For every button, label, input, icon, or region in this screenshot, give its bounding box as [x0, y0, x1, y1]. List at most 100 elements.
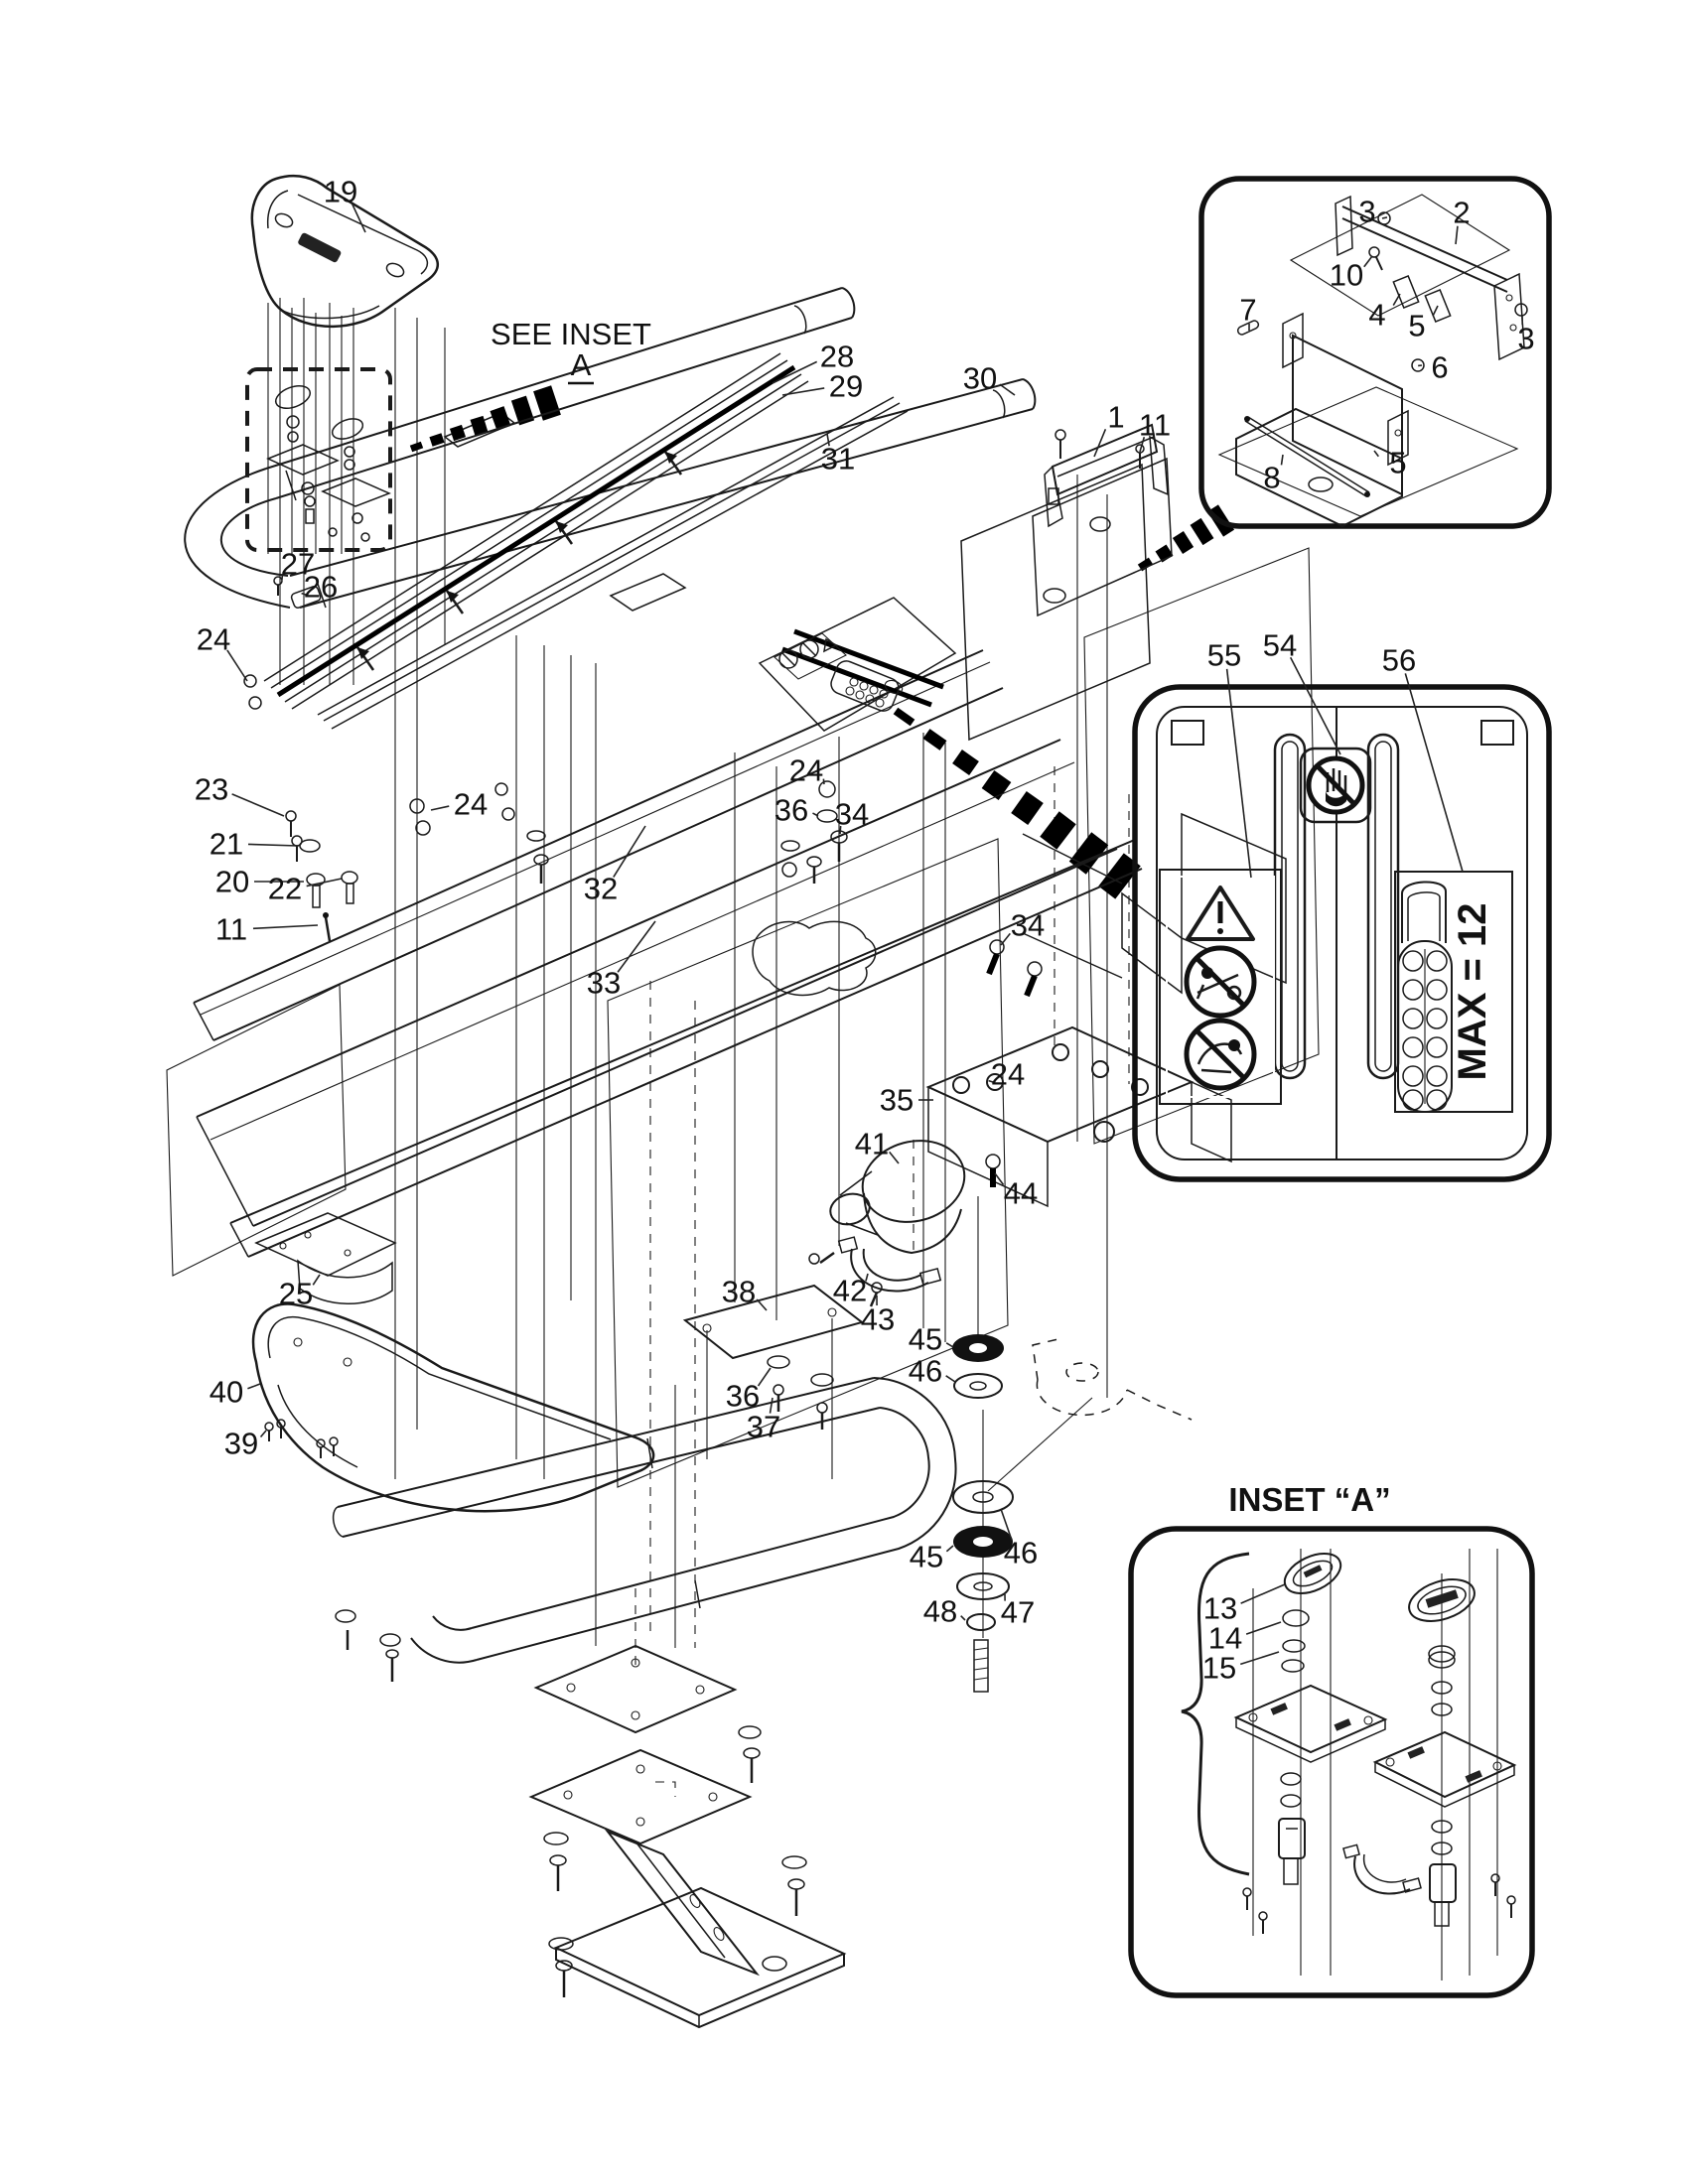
callout-leader-48 [960, 1615, 966, 1621]
callout-21: 21 [210, 827, 243, 862]
callout-leader-44 [994, 1172, 1005, 1185]
callout-46: 46 [909, 1354, 942, 1389]
no-riders-icon [1184, 945, 1257, 1019]
callout-5: 5 [1408, 309, 1425, 343]
callout-leader-36 [812, 812, 819, 817]
callout-leader-28 [772, 360, 818, 384]
no-crush-icon [1184, 1018, 1257, 1091]
brand-logo [1425, 1589, 1459, 1608]
motor-41 [829, 1140, 966, 1257]
callout-leader-36 [757, 1367, 772, 1387]
callout-leader-11 [252, 924, 319, 930]
callout-24: 24 [991, 1057, 1025, 1092]
brand-logo [298, 232, 342, 263]
warning-decal-55 [1159, 869, 1282, 1105]
callout-54: 54 [1263, 628, 1297, 663]
capacity-decal-56: MAX = 12 [1394, 871, 1513, 1113]
callout-48: 48 [923, 1594, 957, 1629]
inset-a-title: INSET “A” [1228, 1481, 1390, 1518]
callout-leader-24 [430, 805, 450, 811]
callout-leader-8 [1280, 454, 1284, 466]
callout-26: 26 [304, 570, 338, 605]
callout-leader-46 [1000, 1508, 1013, 1541]
callout-leader-37 [769, 1397, 774, 1414]
callout-32: 32 [584, 872, 618, 906]
callout-15: 15 [1202, 1651, 1236, 1686]
callout-leader-24 [988, 1079, 994, 1083]
callout-leader-42 [865, 1273, 869, 1282]
callout-leader-31 [826, 433, 830, 447]
callout-55: 55 [1207, 638, 1241, 673]
callout-leader-30 [999, 383, 1016, 396]
callout-leader-2 [1455, 225, 1459, 245]
callout-leader-54 [1289, 656, 1341, 755]
callout-leader-26 [301, 592, 307, 596]
callout-leader-34 [1000, 932, 1011, 946]
inset-bracket-gray [1235, 312, 1409, 528]
callout-leader-14 [1245, 1621, 1282, 1635]
callout-leader-25 [312, 1274, 321, 1286]
callout-47: 47 [1001, 1595, 1035, 1630]
inset-a-left-assembly [1233, 1553, 1388, 1934]
callout-8: 8 [1263, 461, 1280, 495]
callout-leader-40 [247, 1383, 261, 1390]
crossbar-33 [196, 739, 1118, 1227]
callout-19: 19 [324, 175, 357, 209]
callout-27: 27 [281, 547, 315, 582]
callout-41: 41 [855, 1127, 889, 1161]
inset-a-clamp [1342, 1843, 1422, 1895]
callout-13: 13 [1203, 1591, 1237, 1626]
callout-11: 11 [1139, 408, 1171, 443]
callout-28: 28 [820, 340, 854, 374]
callout-leader-4 [1392, 293, 1401, 306]
callout-leader-34 [839, 825, 842, 835]
part19-end-cap [250, 174, 439, 329]
inset-detail-box [1198, 176, 1552, 529]
leg-assembly [528, 1588, 847, 2029]
callout-44: 44 [1004, 1176, 1038, 1211]
tray-40 [251, 1302, 655, 1513]
clamp-42 [808, 1236, 942, 1307]
max-capacity-label: MAX = 12 [1451, 903, 1494, 1081]
see-inset-arrow [409, 385, 561, 453]
callout-leader-29 [781, 387, 825, 396]
callout-38: 38 [722, 1275, 756, 1309]
callout-39: 39 [224, 1427, 258, 1461]
callout-25: 25 [279, 1277, 313, 1311]
bracket-to-inset-arrow [1137, 504, 1235, 572]
callout-7: 7 [1239, 293, 1256, 328]
callout-leader-3 [1381, 216, 1388, 219]
callout-37: 37 [747, 1410, 780, 1444]
callout-leader-56 [1404, 673, 1464, 873]
callout-3: 3 [1358, 195, 1375, 229]
washer-stack-lower [952, 1480, 1014, 1693]
ghost-panels [166, 412, 1320, 1488]
side-rail-lower [229, 838, 1143, 1258]
see-inset-ref: A [571, 347, 592, 382]
phantom-clamp [1032, 1337, 1193, 1421]
callout-24: 24 [197, 622, 230, 657]
callout-leader-55 [1225, 668, 1252, 879]
callout-leader-45 [945, 1342, 954, 1348]
callout-23: 23 [195, 772, 228, 807]
callout-leader-13 [1240, 1583, 1286, 1604]
callout-leader-23 [231, 793, 285, 817]
callout-2: 2 [1453, 196, 1470, 230]
callout-leader-22 [306, 878, 343, 887]
console-plate [758, 597, 957, 732]
inset-a-box: INSET “A” [1128, 1481, 1535, 1998]
callout-leader-5 [1432, 305, 1439, 317]
key-slot [1303, 1565, 1323, 1578]
callout-leader-33 [617, 920, 656, 973]
callout-34: 34 [1011, 908, 1045, 943]
crossbar-32 [193, 649, 1004, 1041]
callout-leader-32 [613, 825, 646, 879]
callout-4: 4 [1368, 298, 1385, 333]
callout-14: 14 [1208, 1621, 1242, 1656]
callout-leader-39 [259, 1430, 267, 1438]
callout-leader-11 [1139, 437, 1146, 453]
callout-35: 35 [880, 1083, 914, 1118]
